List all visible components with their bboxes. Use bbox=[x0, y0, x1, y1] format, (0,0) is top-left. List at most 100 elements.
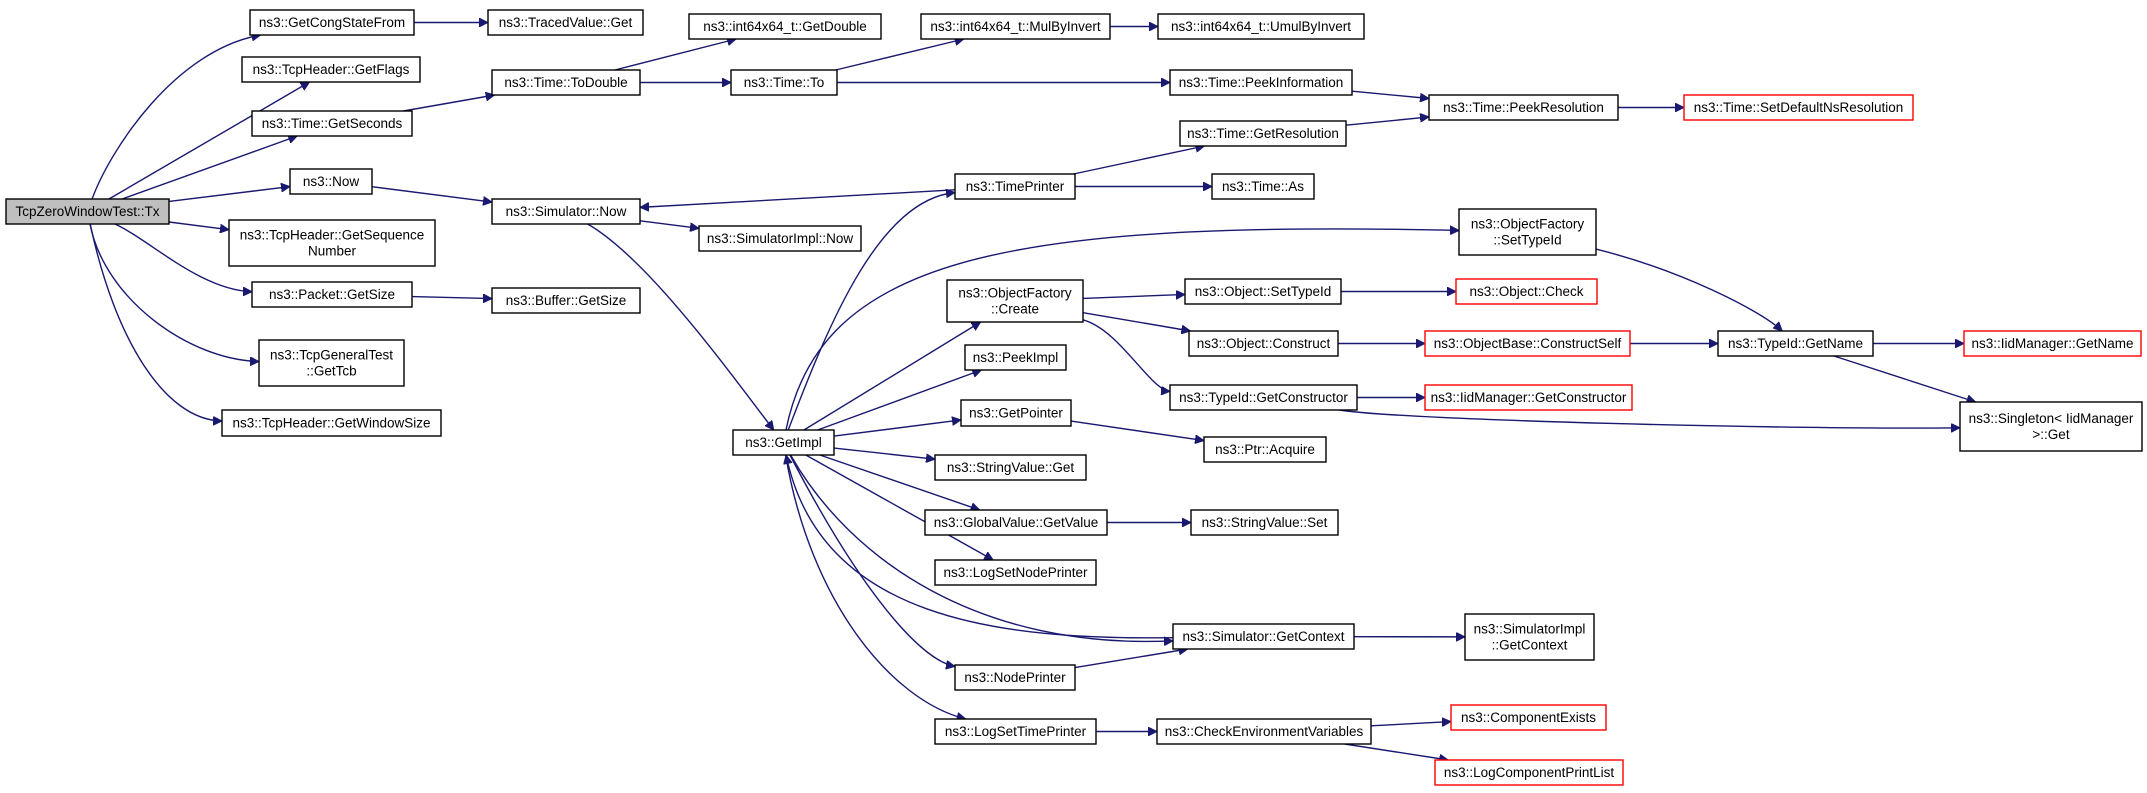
node-peekInformation[interactable]: ns3::Time::PeekInformation bbox=[1169, 69, 1353, 96]
edge-getSeconds-to-toDouble bbox=[403, 95, 494, 112]
node-ofCreate[interactable]: ns3::ObjectFactory::Create bbox=[946, 279, 1084, 323]
edge-getImpl-to-logSetNodePrinter bbox=[805, 454, 993, 561]
node-objConstruct[interactable]: ns3::Object::Construct bbox=[1188, 330, 1339, 357]
node-box bbox=[1157, 13, 1365, 40]
node-objSetTypeId[interactable]: ns3::Object::SetTypeId bbox=[1184, 278, 1342, 305]
node-label: ::GetTcb bbox=[306, 364, 356, 379]
node-typeIdGetConstructor[interactable]: ns3::TypeId::GetConstructor bbox=[1169, 384, 1358, 411]
node-box bbox=[960, 399, 1072, 427]
node-box bbox=[249, 9, 415, 36]
node-mulByInvert[interactable]: ns3::int64x64_t::MulByInvert bbox=[920, 13, 1111, 40]
node-label: ns3::TcpGeneralTest bbox=[270, 348, 393, 363]
node-box bbox=[934, 559, 1097, 586]
node-constructSelf[interactable]: ns3::ObjectBase::ConstructSelf bbox=[1424, 330, 1631, 357]
node-iidGetConstructor[interactable]: ns3::IidManager::GetConstructor bbox=[1424, 384, 1633, 411]
node-box bbox=[946, 279, 1084, 323]
node-packetGetSize[interactable]: ns3::Packet::GetSize bbox=[251, 281, 413, 308]
node-umulByInvert[interactable]: ns3::int64x64_t::UmulByInvert bbox=[1157, 13, 1365, 40]
node-now[interactable]: ns3::Now bbox=[289, 168, 373, 195]
nodes-layer: TcpZeroWindowTest::Tx ns3::GetCongStateFr… bbox=[5, 9, 2143, 786]
edge-typeIdGetConstructor-to-singletonGet bbox=[1339, 409, 1960, 428]
node-simulatorNow[interactable]: ns3::Simulator::Now bbox=[491, 198, 641, 225]
node-box bbox=[964, 344, 1067, 371]
node-label: ns3::LogComponentPrintList bbox=[1444, 765, 1615, 780]
node-box bbox=[1717, 330, 1874, 357]
node-label: Number bbox=[308, 244, 357, 259]
node-label: ns3::Time::PeekInformation bbox=[1179, 75, 1344, 90]
node-root[interactable]: TcpZeroWindowTest::Tx bbox=[5, 198, 170, 225]
node-getPointer[interactable]: ns3::GetPointer bbox=[960, 399, 1072, 427]
node-typeIdGetName[interactable]: ns3::TypeId::GetName bbox=[1717, 330, 1874, 357]
node-objCheck[interactable]: ns3::Object::Check bbox=[1455, 278, 1598, 305]
node-toDouble[interactable]: ns3::Time::ToDouble bbox=[491, 69, 641, 96]
node-getResolution[interactable]: ns3::Time::GetResolution bbox=[1179, 120, 1347, 147]
node-box bbox=[5, 198, 170, 225]
node-peekResolution[interactable]: ns3::Time::PeekResolution bbox=[1428, 94, 1619, 121]
node-componentExists[interactable]: ns3::ComponentExists bbox=[1450, 704, 1607, 731]
edge-root-to-getWindowSize bbox=[89, 223, 222, 421]
edge-timePrinter-to-getResolution bbox=[1073, 146, 1204, 175]
node-box bbox=[934, 718, 1097, 745]
node-box bbox=[251, 110, 413, 137]
node-logSetTimePrinter[interactable]: ns3::LogSetTimePrinter bbox=[934, 718, 1097, 745]
node-ptrAcquire[interactable]: ns3::Ptr::Acquire bbox=[1203, 436, 1327, 463]
node-getCongStateFrom[interactable]: ns3::GetCongStateFrom bbox=[249, 9, 415, 36]
node-getImpl[interactable]: ns3::GetImpl bbox=[732, 429, 835, 456]
node-box bbox=[954, 664, 1076, 691]
node-label: ns3::CheckEnvironmentVariables bbox=[1165, 724, 1364, 739]
node-label: ns3::Simulator::GetContext bbox=[1182, 629, 1344, 644]
node-checkEnvVars[interactable]: ns3::CheckEnvironmentVariables bbox=[1156, 718, 1372, 745]
node-label: ns3::TcpHeader::GetFlags bbox=[253, 62, 410, 77]
edge-root-to-now bbox=[168, 187, 290, 203]
node-box bbox=[1428, 94, 1619, 121]
node-label: ns3::SimulatorImpl::Now bbox=[707, 231, 854, 246]
node-simulatorGetContext[interactable]: ns3::Simulator::GetContext bbox=[1172, 623, 1355, 650]
node-simImplGetContext[interactable]: ns3::SimulatorImpl::GetContext bbox=[1464, 613, 1595, 661]
node-box bbox=[1188, 330, 1339, 357]
node-label: ns3::StringValue::Get bbox=[947, 460, 1075, 475]
edge-getImpl-to-timePrinter bbox=[787, 193, 955, 431]
node-setDefaultNsResolution[interactable]: ns3::Time::SetDefaultNsResolution bbox=[1683, 94, 1914, 121]
node-box bbox=[1450, 704, 1607, 731]
node-label: ns3::IidManager::GetName bbox=[1971, 336, 2133, 351]
node-ofSetTypeId[interactable]: ns3::ObjectFactory::SetTypeId bbox=[1458, 208, 1597, 256]
node-getFlags[interactable]: ns3::TcpHeader::GetFlags bbox=[241, 56, 421, 83]
node-label: ns3::int64x64_t::MulByInvert bbox=[930, 19, 1101, 34]
edge-simulatorNow-to-simulatorImplNow bbox=[639, 220, 699, 228]
node-getWindowSize[interactable]: ns3::TcpHeader::GetWindowSize bbox=[221, 409, 442, 437]
node-int64GetDouble[interactable]: ns3::int64x64_t::GetDouble bbox=[688, 13, 882, 40]
node-label: ::SetTypeId bbox=[1493, 233, 1561, 248]
node-getTcb[interactable]: ns3::TcpGeneralTest::GetTcb bbox=[258, 339, 405, 387]
node-logSetNodePrinter[interactable]: ns3::LogSetNodePrinter bbox=[934, 559, 1097, 586]
node-timeAs[interactable]: ns3::Time::As bbox=[1211, 173, 1315, 200]
edge-root-to-getCongStateFrom bbox=[91, 35, 261, 200]
node-timePrinter[interactable]: ns3::TimePrinter bbox=[954, 173, 1076, 200]
node-box bbox=[1434, 759, 1624, 786]
node-box bbox=[221, 409, 442, 437]
node-box bbox=[491, 287, 641, 314]
node-label: ns3::GetImpl bbox=[745, 435, 822, 450]
node-stringValueGet[interactable]: ns3::StringValue::Get bbox=[934, 454, 1087, 481]
edge-getPointer-to-ptrAcquire bbox=[1070, 420, 1204, 440]
node-getSeconds[interactable]: ns3::Time::GetSeconds bbox=[251, 110, 413, 137]
node-stringValueSet[interactable]: ns3::StringValue::Set bbox=[1190, 509, 1339, 536]
edge-nodePrinter-to-simulatorGetContext bbox=[1074, 649, 1188, 669]
node-globalValueGetValue[interactable]: ns3::GlobalValue::GetValue bbox=[924, 509, 1108, 536]
node-logComponentPrintList[interactable]: ns3::LogComponentPrintList bbox=[1434, 759, 1624, 786]
node-box bbox=[1203, 436, 1327, 463]
node-simulatorImplNow[interactable]: ns3::SimulatorImpl::Now bbox=[698, 225, 862, 252]
edge-root-to-getTcb bbox=[89, 223, 259, 361]
edge-toDouble-to-int64GetDouble bbox=[614, 39, 736, 71]
node-box bbox=[241, 56, 421, 83]
node-tracedValueGet[interactable]: ns3::TracedValue::Get bbox=[487, 9, 644, 36]
node-peekImpl[interactable]: ns3::PeekImpl bbox=[964, 344, 1067, 371]
node-label: ns3::GetCongStateFrom bbox=[259, 15, 405, 30]
node-singletonGet[interactable]: ns3::Singleton< IidManager>::Get bbox=[1959, 401, 2143, 452]
node-box bbox=[924, 509, 1108, 536]
node-bufferGetSize[interactable]: ns3::Buffer::GetSize bbox=[491, 287, 641, 314]
node-timeTo[interactable]: ns3::Time::To bbox=[730, 69, 838, 96]
node-iidGetName[interactable]: ns3::IidManager::GetName bbox=[1963, 330, 2142, 357]
node-box bbox=[491, 198, 641, 225]
node-nodePrinter[interactable]: ns3::NodePrinter bbox=[954, 664, 1076, 691]
